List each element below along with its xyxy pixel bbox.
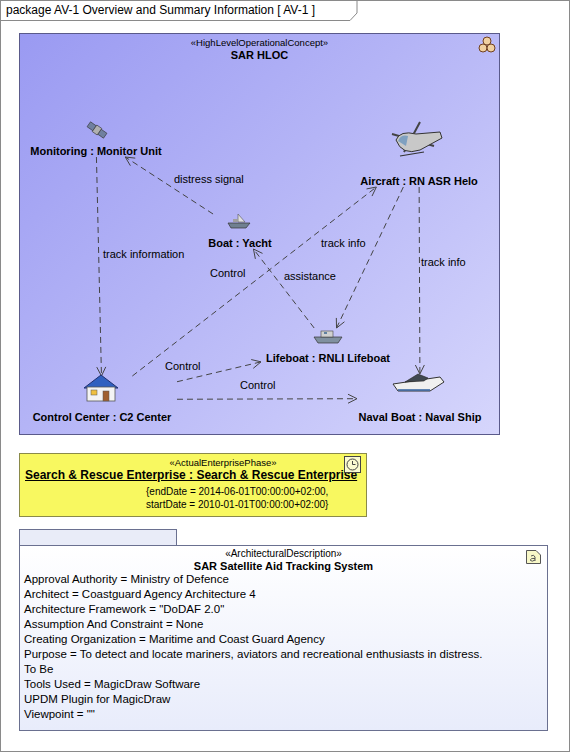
stereotype-text: «ActualEnterprisePhase» (20, 457, 366, 468)
arrow-head (125, 157, 135, 166)
arrow-head (251, 360, 261, 369)
dependency-connector (253, 249, 314, 328)
helicopter-icon (392, 122, 442, 156)
arrow-head (97, 367, 106, 376)
description-icon (527, 551, 541, 564)
property-line: To Be (20, 662, 547, 677)
satellite-icon (87, 121, 108, 139)
dependency-connector (132, 187, 376, 376)
object-node: Control Center : C2 Center (27, 376, 177, 423)
element-name: Search & Rescue Enterprise : Search & Re… (25, 468, 357, 482)
package-title-tab: package AV-1 Overview and Summary Inform… (6, 3, 315, 17)
dependency-connector (96, 157, 105, 376)
desc-tab (20, 530, 177, 546)
object-node: Lifeboat : RNLI Lifeboat (261, 328, 395, 364)
property-line: Assumption And Constraint = None (20, 617, 547, 632)
property-line: Approval Authority = Ministry of Defence (20, 572, 547, 587)
property-line: Viewpoint = "" (20, 707, 547, 722)
connector-label: Control (165, 360, 200, 372)
object-label: Monitoring : Monitor Unit (23, 145, 169, 157)
connector-line (337, 187, 404, 328)
dependency-connector (415, 187, 424, 374)
phase-dates: {endDate = 2014-06-01T00:00:00+02:00, st… (146, 485, 342, 511)
enterprise-phase-box: «ActualEnterprisePhase»Search & Rescue E… (19, 453, 367, 517)
arrow-head (367, 187, 377, 196)
connector-line (96, 157, 101, 376)
connector-line (132, 187, 376, 376)
property-line: Purpose = To detect and locate mariners,… (20, 647, 547, 662)
arrow-head (415, 365, 424, 374)
connector-line (253, 249, 314, 328)
package-tab (1, 1, 358, 21)
connector-label: track information (103, 248, 184, 260)
control-center-icon (84, 375, 118, 401)
connector-line (125, 157, 213, 214)
object-label: Aircraft : RN ASR Helo (347, 175, 491, 187)
connector-label: track info (421, 256, 466, 268)
stereotype-text: «HighLevelOperationalConcept» (20, 37, 499, 48)
object-label: Boat : Yacht (194, 237, 286, 249)
object-node: Boat : Yacht (204, 214, 276, 249)
phase-icon (345, 457, 361, 473)
dependency-connector (177, 394, 357, 403)
architecture-description-box: «ArchitecturalDescription»SAR Satellite … (19, 545, 548, 731)
arrow-head (348, 394, 357, 403)
element-name: SAR Satellite Aid Tracking System (20, 560, 547, 572)
connector-label: assistance (284, 270, 336, 282)
element-name: SAR HLOC (20, 49, 499, 61)
object-label: Control Center : C2 Center (17, 411, 187, 423)
stereotype-text: «ArchitecturalDescription» (20, 548, 547, 559)
property-line: Architecture Framework = "DoDAF 2.0" (20, 602, 547, 617)
connector-line (419, 187, 421, 374)
connector-label: distress signal (174, 173, 244, 185)
property-line: Tools Used = MagicDraw Software (20, 677, 547, 692)
diagram-title: package AV-1 Overview and Summary Inform… (6, 3, 315, 17)
yacht-icon (228, 214, 250, 228)
property-line: UPDM Plugin for MagicDraw (20, 692, 547, 707)
property-line: Architect = Coastguard Agency Architectu… (20, 587, 547, 602)
dependency-connector (125, 157, 213, 214)
object-node: Monitoring : Monitor Unit (33, 119, 159, 157)
naval-ship-icon (393, 374, 444, 391)
connector-label: track info (321, 237, 366, 249)
arrow-head (336, 318, 344, 328)
arrow-head (253, 249, 262, 259)
object-label: Lifeboat : RNLI Lifeboat (251, 352, 405, 364)
connector-label: Control (240, 379, 275, 391)
concept-frame: «HighLevelOperationalConcept»SAR HLOC Mon… (19, 33, 500, 435)
dependency-connector (336, 187, 403, 328)
lifeboat-icon (314, 331, 342, 343)
object-label: Naval Boat : Naval Ship (347, 411, 493, 423)
object-node: Aircraft : RN ASR Helo (357, 121, 481, 187)
connector-line (177, 398, 357, 400)
property-line: Creating Organization = Maritime and Coa… (20, 632, 547, 647)
object-node: Naval Boat : Naval Ship (357, 374, 483, 423)
connector-label: Control (210, 267, 245, 279)
concept-icon (479, 37, 495, 52)
